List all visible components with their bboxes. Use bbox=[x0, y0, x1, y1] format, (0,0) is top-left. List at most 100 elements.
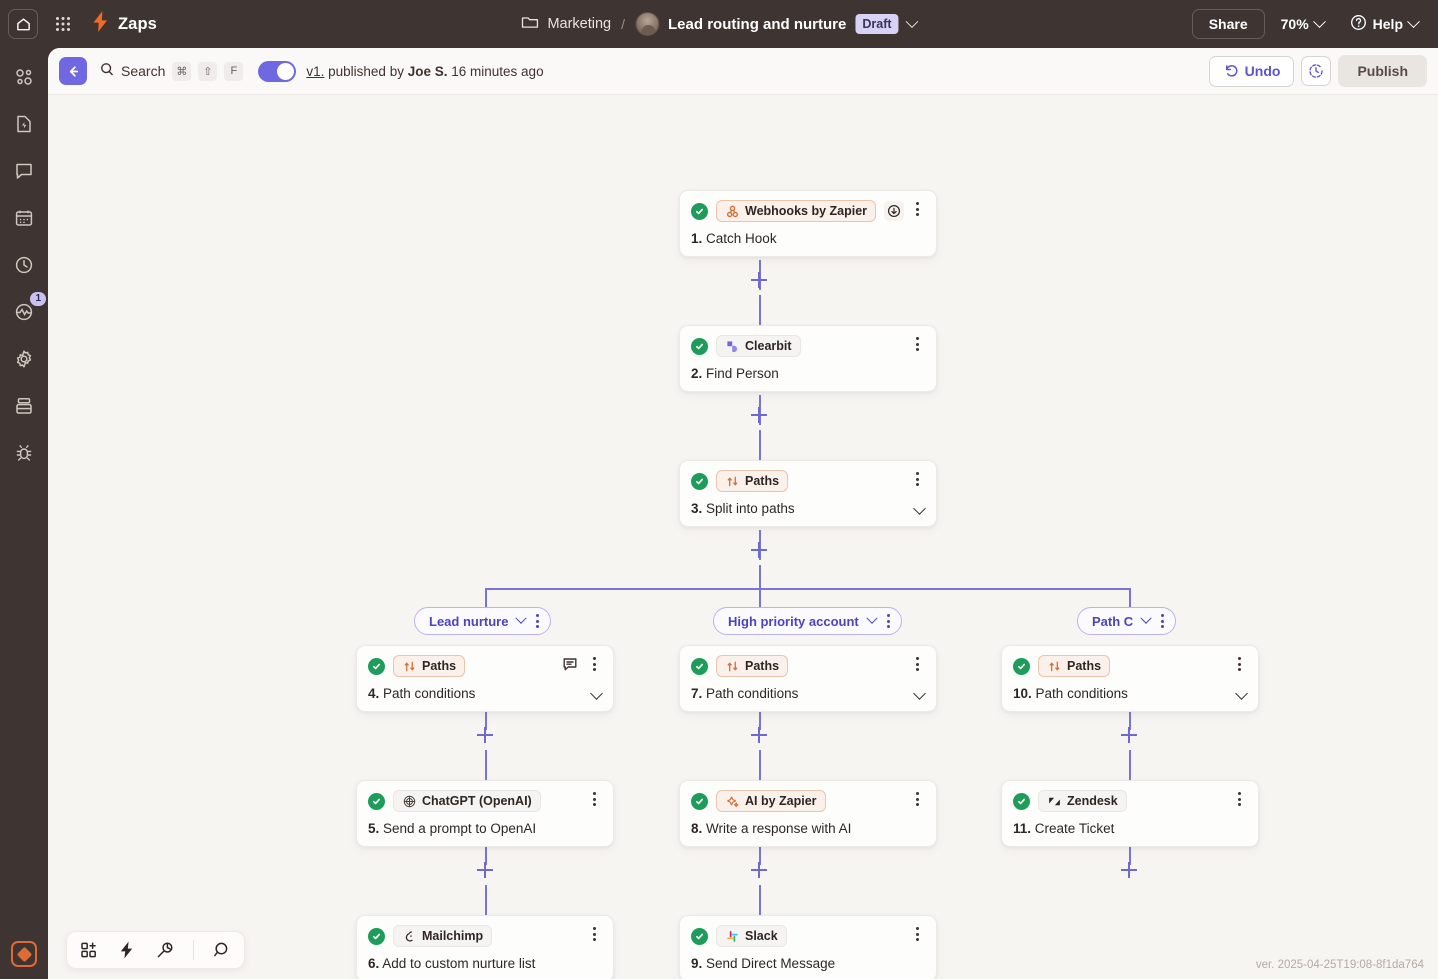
node-number: 7. bbox=[691, 686, 703, 701]
workflow-canvas[interactable]: Lead nurture High priority account Path … bbox=[48, 95, 1438, 979]
share-button[interactable]: Share bbox=[1191, 9, 1265, 39]
node-menu-icon[interactable] bbox=[910, 926, 925, 942]
node-menu-icon[interactable] bbox=[1232, 656, 1247, 672]
node-footer: 10. Path conditions bbox=[1013, 686, 1248, 701]
zendesk-icon bbox=[1047, 794, 1061, 808]
add-block-icon[interactable] bbox=[79, 940, 99, 960]
node-menu-icon[interactable] bbox=[587, 656, 602, 672]
app-name: Paths bbox=[422, 659, 457, 673]
node-menu-icon[interactable] bbox=[910, 791, 925, 807]
node-title: 7. Path conditions bbox=[691, 686, 798, 701]
undo-button[interactable]: Undo bbox=[1208, 55, 1295, 87]
breadcrumb-folder[interactable]: Marketing bbox=[547, 16, 612, 32]
node-action: Create Ticket bbox=[1034, 821, 1115, 836]
publish-button[interactable]: Publish bbox=[1338, 55, 1427, 87]
path-pill-path-c[interactable]: Path C bbox=[1077, 607, 1177, 635]
app-name: Paths bbox=[1067, 659, 1102, 673]
path-menu-icon[interactable] bbox=[534, 614, 541, 628]
node-action: Split into paths bbox=[706, 501, 795, 516]
editor-toolbar-actions: Undo Publish bbox=[1208, 55, 1427, 87]
branch-drop-left bbox=[485, 588, 487, 610]
paths-icon bbox=[725, 474, 739, 488]
add-step-button-4[interactable] bbox=[477, 727, 493, 743]
edge-8-9 bbox=[759, 835, 761, 865]
page-title[interactable]: Lead routing and nurture bbox=[668, 15, 847, 33]
node-menu-icon[interactable] bbox=[910, 201, 925, 217]
shortcut-key-shift: ⇧ bbox=[198, 61, 218, 81]
help-menu[interactable]: Help bbox=[1340, 8, 1428, 40]
branch-drop-center bbox=[759, 588, 761, 610]
status-check-icon bbox=[368, 657, 385, 675]
node-footer: 3. Split into paths bbox=[691, 501, 926, 516]
path-label: Path C bbox=[1092, 613, 1134, 629]
add-step-button-11[interactable] bbox=[1121, 862, 1137, 878]
add-step-button-7[interactable] bbox=[751, 727, 767, 743]
comment-icon[interactable] bbox=[562, 656, 578, 672]
node-action: Path conditions bbox=[1035, 686, 1128, 701]
workflow-node-7[interactable]: Paths 7. Path conditions bbox=[679, 645, 937, 712]
trigger-icon[interactable] bbox=[884, 201, 905, 221]
node-footer: 5. Send a prompt to OpenAI bbox=[368, 821, 602, 836]
node-title: 8. Write a response with AI bbox=[691, 821, 851, 836]
version-toggle[interactable] bbox=[258, 60, 297, 82]
path-menu-icon[interactable] bbox=[1159, 614, 1166, 628]
expand-chevron-icon[interactable] bbox=[913, 687, 926, 700]
workflow-node-8[interactable]: AI by Zapier 8. Write a response with AI bbox=[679, 780, 937, 847]
search-input[interactable]: Search ⌘ ⇧ F bbox=[100, 61, 244, 81]
chevron-down-icon bbox=[1407, 14, 1420, 28]
ai-sparkle-icon[interactable] bbox=[11, 941, 37, 967]
workflow-node-4[interactable]: Paths 4. Path conditions bbox=[356, 645, 614, 712]
sidebar-item-tables[interactable] bbox=[11, 393, 37, 419]
node-menu-icon[interactable] bbox=[1232, 791, 1247, 807]
zoom-search-icon[interactable] bbox=[212, 940, 232, 960]
home-icon[interactable] bbox=[8, 9, 38, 39]
node-menu-icon[interactable] bbox=[587, 926, 602, 942]
history-clock-icon[interactable] bbox=[1301, 56, 1332, 86]
node-menu-icon[interactable] bbox=[910, 471, 925, 487]
chevron-down-icon[interactable] bbox=[905, 14, 919, 28]
add-step-button-2[interactable] bbox=[751, 407, 767, 423]
zoom-level-selector[interactable]: 70% bbox=[1271, 10, 1334, 38]
workflow-node-5[interactable]: ChatGPT (OpenAI) 5. Send a prompt to Ope… bbox=[356, 780, 614, 847]
add-step-button-1[interactable] bbox=[751, 272, 767, 288]
sidebar-item-settings[interactable] bbox=[11, 346, 37, 372]
help-circle-icon bbox=[1350, 14, 1367, 34]
node-header: Slack bbox=[691, 925, 925, 947]
workflow-node-9[interactable]: Slack 9. Send Direct Message bbox=[679, 915, 937, 979]
sidebar-item-chatbots[interactable] bbox=[11, 158, 37, 184]
add-step-button-5[interactable] bbox=[477, 862, 493, 878]
path-pill-lead-nurture[interactable]: Lead nurture bbox=[414, 607, 552, 635]
wrench-icon[interactable] bbox=[155, 940, 175, 960]
path-menu-icon[interactable] bbox=[885, 614, 892, 628]
sidebar-item-drafts[interactable] bbox=[11, 111, 37, 137]
zaps-brand[interactable]: Zaps bbox=[92, 11, 157, 37]
back-arrow-icon[interactable] bbox=[59, 57, 87, 85]
workflow-node-1[interactable]: Webhooks by Zapier 1. Catch Hook bbox=[679, 190, 937, 257]
add-step-button-10[interactable] bbox=[1121, 727, 1137, 743]
sidebar-item-schedule[interactable] bbox=[11, 205, 37, 231]
path-pill-high-priority-account[interactable]: High priority account bbox=[713, 607, 902, 635]
sidebar-item-debug[interactable] bbox=[11, 440, 37, 466]
add-step-button-3[interactable] bbox=[751, 542, 767, 558]
node-menu-icon[interactable] bbox=[587, 791, 602, 807]
workflow-node-10[interactable]: Paths 10. Path conditions bbox=[1001, 645, 1259, 712]
expand-chevron-icon[interactable] bbox=[913, 502, 926, 515]
node-menu-icon[interactable] bbox=[910, 656, 925, 672]
expand-chevron-icon[interactable] bbox=[590, 687, 603, 700]
sidebar-item-zaps[interactable] bbox=[11, 64, 37, 90]
node-menu-icon[interactable] bbox=[910, 336, 925, 352]
add-step-button-8[interactable] bbox=[751, 862, 767, 878]
app-name: Zendesk bbox=[1067, 794, 1118, 808]
brand-label: Zaps bbox=[118, 14, 157, 33]
app-grid-icon[interactable] bbox=[52, 13, 74, 35]
workflow-node-3[interactable]: Paths 3. Split into paths bbox=[679, 460, 937, 527]
version-link[interactable]: v1. bbox=[306, 63, 325, 79]
sidebar-item-history[interactable] bbox=[11, 252, 37, 278]
workflow-node-11[interactable]: Zendesk 11. Create Ticket bbox=[1001, 780, 1259, 847]
lightning-icon[interactable] bbox=[117, 940, 137, 960]
node-header: AI by Zapier bbox=[691, 790, 925, 812]
expand-chevron-icon[interactable] bbox=[1235, 687, 1248, 700]
sidebar-item-notifications[interactable]: 1 bbox=[11, 292, 46, 325]
workflow-node-2[interactable]: Clearbit 2. Find Person bbox=[679, 325, 937, 392]
workflow-node-6[interactable]: Mailchimp 6. Add to custom nurture list bbox=[356, 915, 614, 979]
